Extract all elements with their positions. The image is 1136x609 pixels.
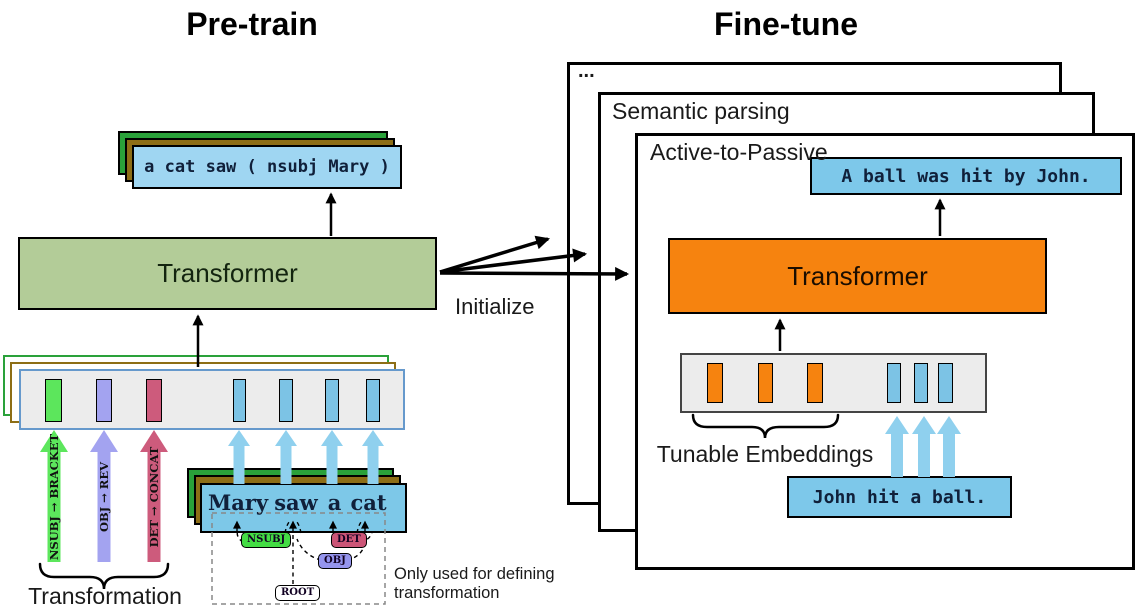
pretrain-embed-row <box>19 369 405 430</box>
input-word-mary: Mary <box>208 490 269 515</box>
finetune-input-text: John hit a ball. <box>812 486 987 508</box>
initialize-label: Initialize <box>455 294 535 319</box>
token-word-2 <box>279 379 293 422</box>
dependency-arrows <box>233 520 369 532</box>
tunable-token-3 <box>807 363 823 403</box>
obj-arrow <box>90 430 118 562</box>
tunable-brace <box>691 413 840 439</box>
dependency-note-line2: transformation <box>394 584 500 602</box>
det-rule-label: DET → CONCAT <box>147 446 161 548</box>
nsubj-rule-label: NSUBJ → BRACKET <box>47 433 61 561</box>
dependency-dashed-box <box>211 512 386 605</box>
obj-rule-label: OBJ → REV <box>97 461 111 533</box>
input-word-saw: saw <box>274 490 318 515</box>
token-word-3 <box>325 379 339 422</box>
finetune-transformer-box: Transformer <box>668 238 1047 314</box>
finetune-token-arrows <box>885 416 961 477</box>
nsubj-arrow <box>40 430 68 562</box>
det-arrow <box>140 430 168 562</box>
transformation-arrows <box>40 430 168 562</box>
ft-word-token-1 <box>887 363 901 403</box>
pretrain-output-text: a cat saw ( nsubj Mary ) <box>144 157 390 177</box>
card-mid-label: Semantic parsing <box>612 98 790 124</box>
tunable-caption: Tunable Embeddings <box>656 441 874 467</box>
pretrain-title: Pre-train <box>186 6 318 42</box>
initialize-arrows <box>439 235 630 281</box>
braces <box>38 413 840 590</box>
transformation-caption: Transformation <box>28 583 182 609</box>
card-front-label: Active-to-Passive <box>650 139 828 165</box>
token-det <box>146 379 162 422</box>
ft-word-token-3 <box>938 363 953 403</box>
dep-label-obj: OBJ <box>318 553 352 569</box>
finetune-title: Fine-tune <box>714 6 858 42</box>
input-word-a: a <box>327 490 342 515</box>
input-word-cat: cat <box>350 490 387 515</box>
dependency-note-line1: Only used for defining <box>394 565 555 583</box>
token-word-1 <box>233 379 246 422</box>
pretrain-transformer-label: Transformer <box>157 258 298 288</box>
token-word-4 <box>366 379 380 422</box>
dep-label-root: ROOT <box>275 585 321 601</box>
token-nsubj <box>45 379 62 422</box>
pretrain-token-arrows <box>228 430 384 484</box>
tunable-token-1 <box>707 363 723 403</box>
card-back-label: ... <box>578 60 595 82</box>
flow-arrows <box>192 192 946 367</box>
pretrain-transformer-box: Transformer <box>18 237 437 310</box>
finetune-transformer-label: Transformer <box>787 260 928 291</box>
ft-word-token-2 <box>914 363 928 403</box>
tunable-token-2 <box>758 363 773 403</box>
transformation-brace <box>38 562 170 590</box>
finetune-embed-row <box>680 353 987 413</box>
token-obj <box>96 379 112 422</box>
finetune-output-text: A ball was hit by John. <box>841 165 1091 187</box>
dependency-note: Only used for defining transformation <box>394 565 555 603</box>
pretrain-output-box: a cat saw ( nsubj Mary ) <box>132 145 402 189</box>
finetune-output-box: A ball was hit by John. <box>810 157 1122 195</box>
dep-label-det: DET <box>331 532 367 548</box>
dep-label-nsubj: NSUBJ <box>241 532 292 548</box>
